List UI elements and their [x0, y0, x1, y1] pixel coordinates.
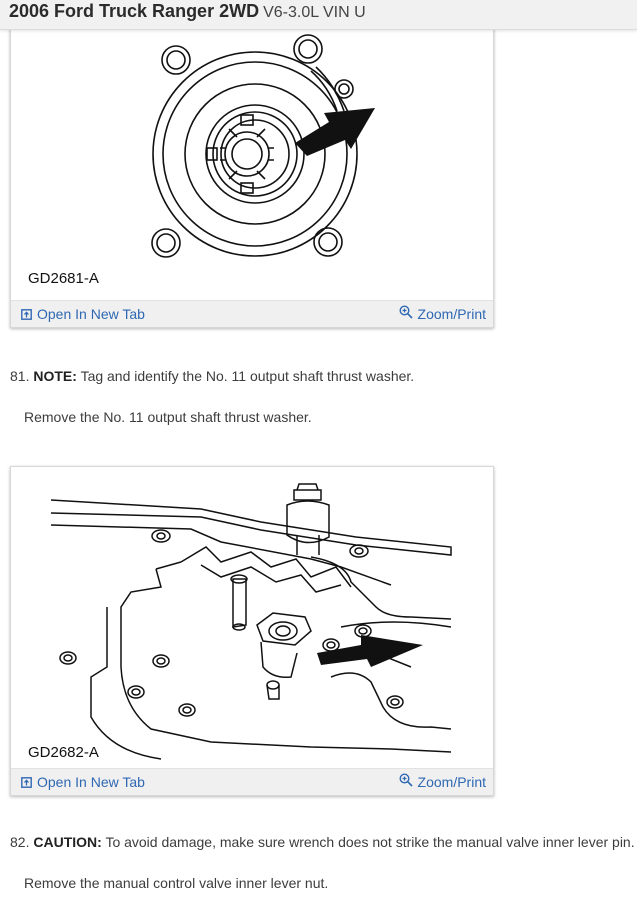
- open-in-new-tab-link[interactable]: Open In New Tab: [21, 306, 145, 322]
- figure-gd2681: GD2681-A Open In New Tab Zoom/Print: [10, 18, 494, 328]
- open-in-new-tab-icon: [21, 308, 32, 320]
- zoom-print-link[interactable]: Zoom/Print: [399, 772, 486, 790]
- open-in-new-tab-link[interactable]: Open In New Tab: [21, 774, 145, 790]
- step-82-caution: 82. CAUTION: To avoid damage, make sure …: [10, 834, 635, 850]
- open-in-new-tab-label: Open In New Tab: [37, 306, 145, 322]
- engine-subtitle: V6-3.0L VIN U: [263, 4, 366, 21]
- step-82-instruction: Remove the manual control valve inner le…: [24, 875, 329, 891]
- vehicle-title: 2006 Ford Truck Ranger 2WD: [9, 1, 260, 21]
- step-81-note: 81. NOTE: Tag and identify the No. 11 ou…: [10, 368, 414, 384]
- zoom-print-link[interactable]: Zoom/Print: [399, 304, 486, 322]
- step-81-instruction: Remove the No. 11 output shaft thrust wa…: [24, 409, 312, 425]
- zoom-magnifier-icon: [399, 773, 413, 787]
- step-number: 82.: [10, 834, 30, 850]
- zoom-print-label: Zoom/Print: [417, 306, 486, 322]
- figure-gd2681-illustration: [151, 34, 375, 258]
- figure-label: GD2682-A: [28, 744, 99, 761]
- figure-gd2682-illustration: [50, 483, 452, 760]
- note-text: Tag and identify the No. 11 output shaft…: [80, 368, 415, 384]
- figure-toolbar: Open In New Tab Zoom/Print: [11, 300, 493, 327]
- open-in-new-tab-icon: [21, 776, 32, 788]
- note-prefix: NOTE:: [33, 368, 77, 384]
- figure-label: GD2681-A: [28, 270, 99, 287]
- step-number: 81.: [10, 368, 30, 384]
- caution-prefix: CAUTION:: [33, 834, 102, 850]
- figure-toolbar: Open In New Tab Zoom/Print: [11, 768, 493, 795]
- open-in-new-tab-label: Open In New Tab: [37, 774, 145, 790]
- caution-text: To avoid damage, make sure wrench does n…: [105, 834, 635, 850]
- zoom-magnifier-icon: [399, 305, 413, 319]
- zoom-print-label: Zoom/Print: [417, 774, 486, 790]
- figure-gd2682: GD2682-A Open In New Tab Zoom/Print: [10, 466, 494, 796]
